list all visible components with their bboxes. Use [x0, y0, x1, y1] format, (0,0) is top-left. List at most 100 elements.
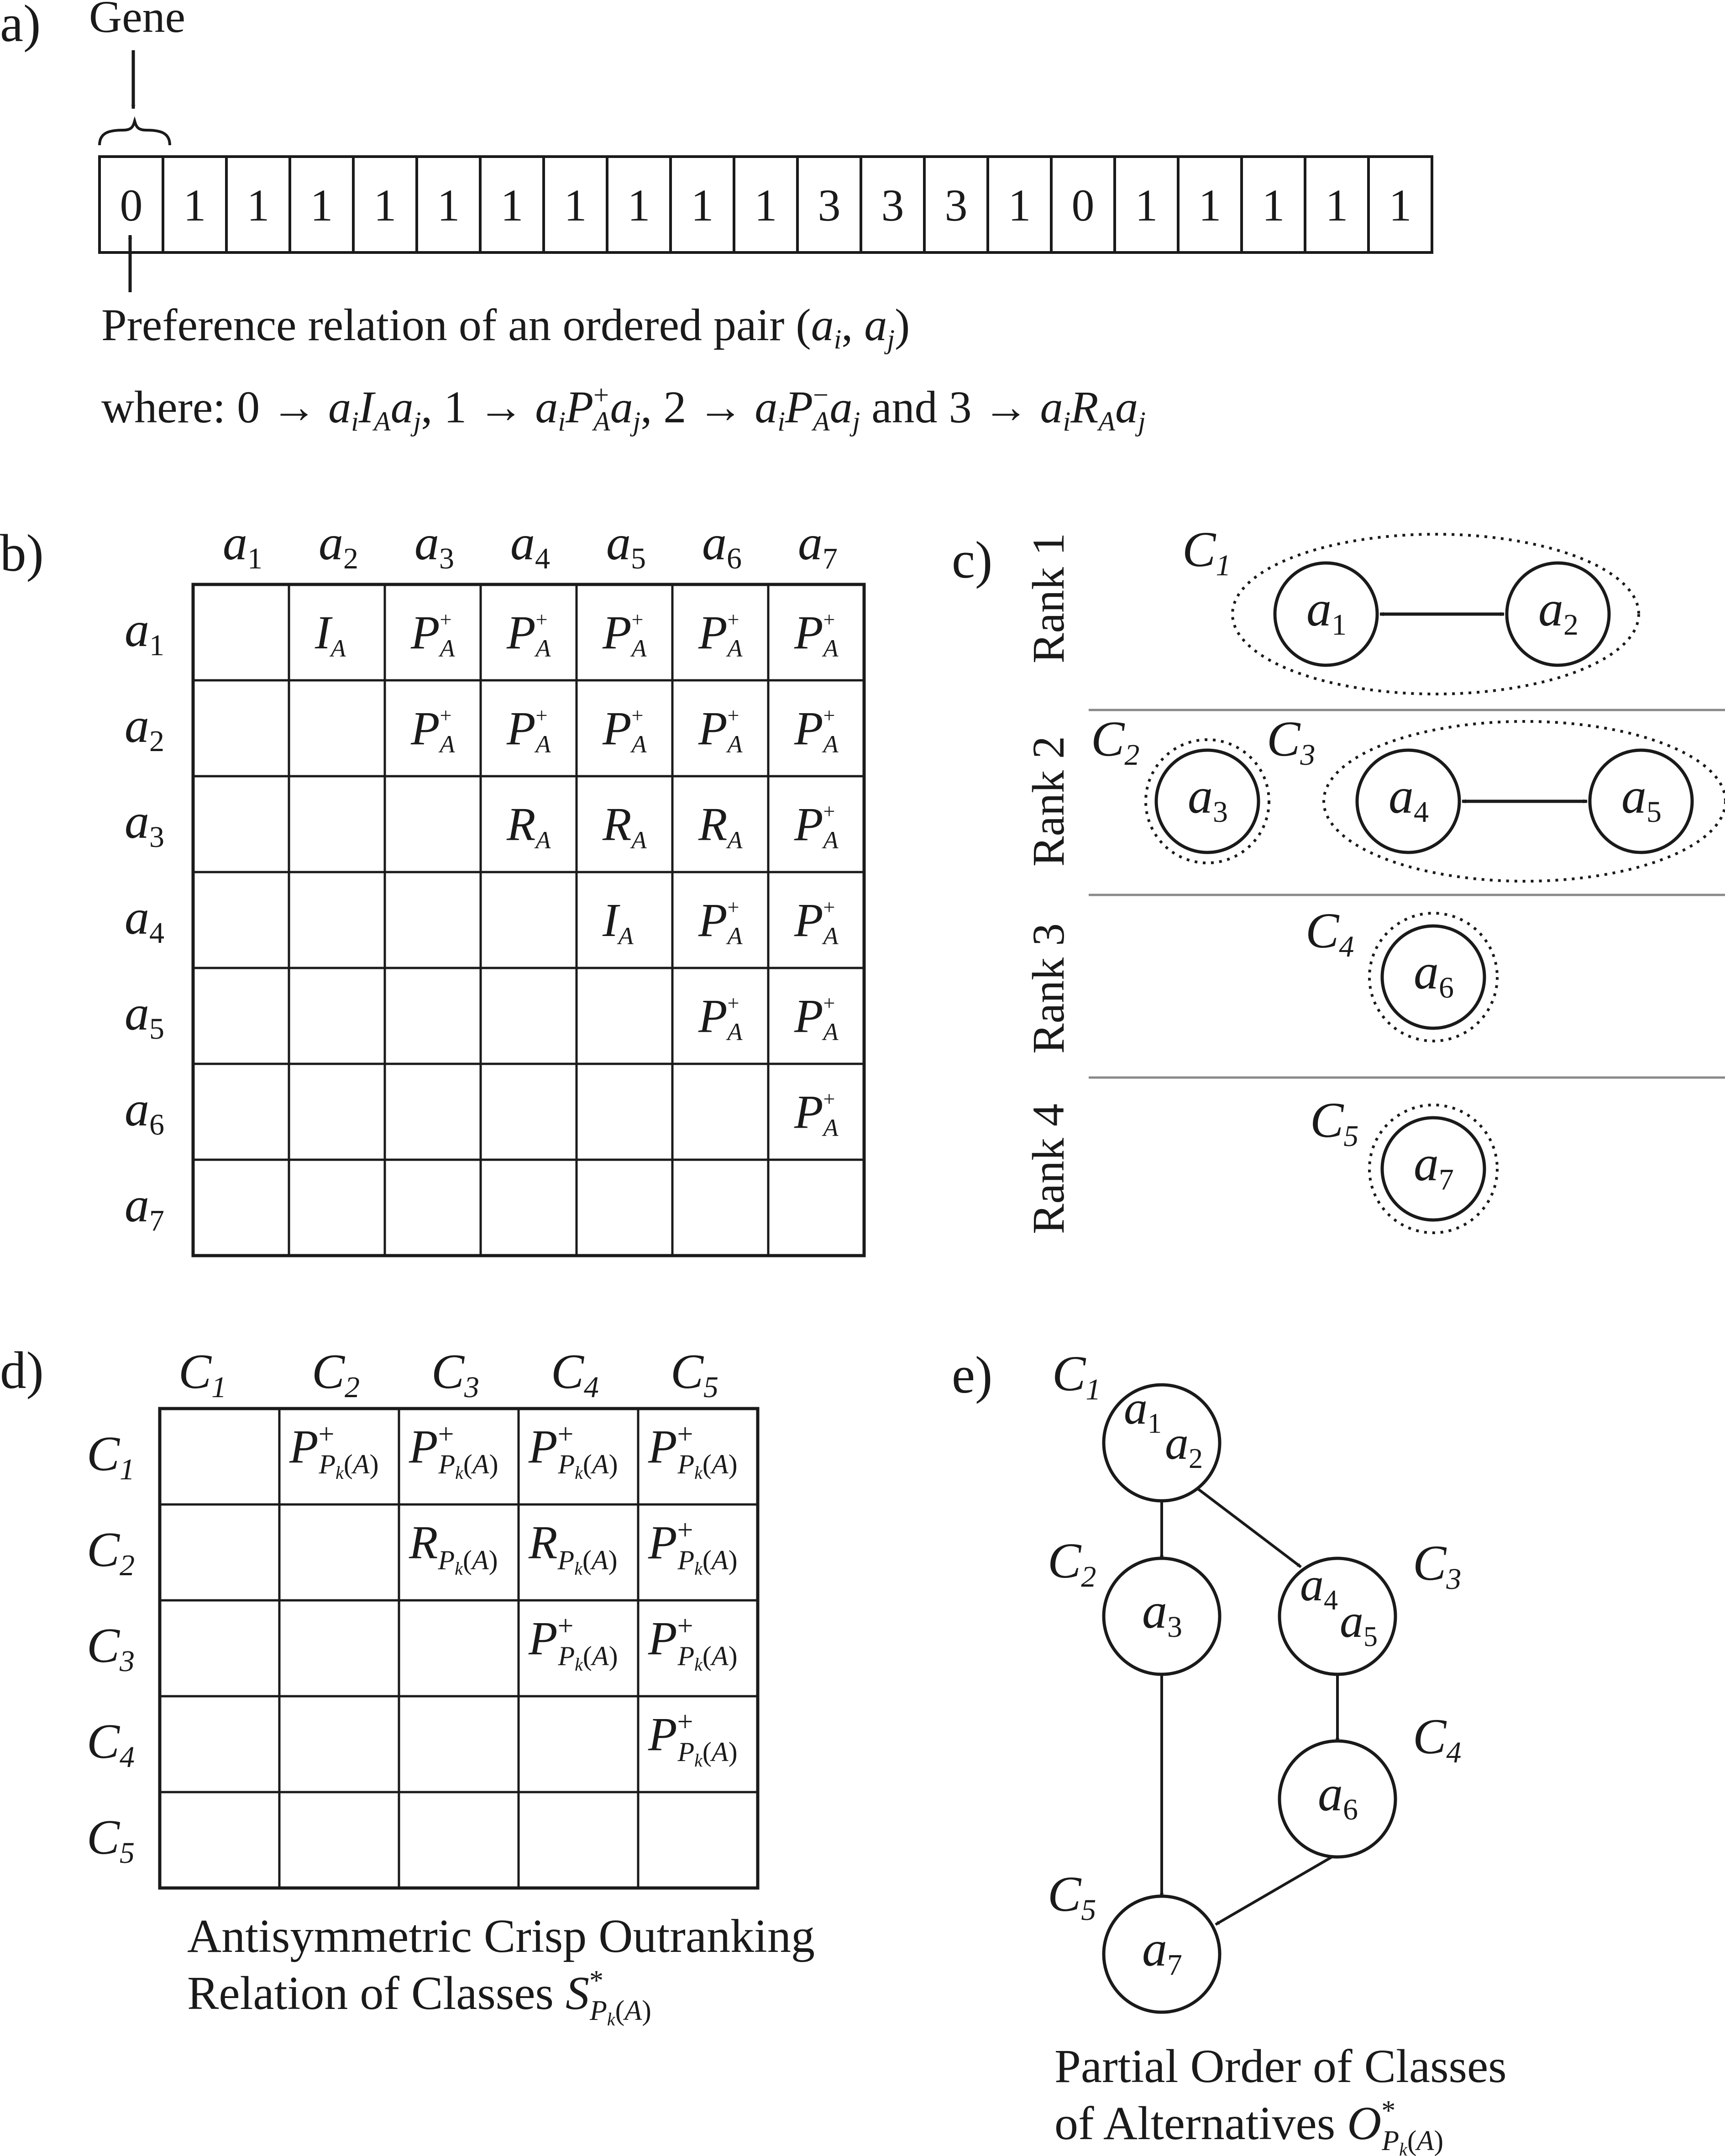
gene-value: 1 [184, 180, 206, 231]
column-header-C4: C4 [551, 1345, 599, 1404]
class-c3-boundary [1322, 720, 1725, 883]
caption-outranking-2-text: Relation of Classes [187, 1967, 554, 2019]
row-header-a2: a2 [125, 699, 164, 758]
gene-value: 1 [1199, 180, 1222, 231]
relation-cell: P+A [794, 702, 839, 758]
gene-label: Gene [89, 0, 185, 42]
caption-partial-order-2: of Alternatives O*Pk(A) [1054, 2095, 1443, 2156]
class-c5-label: C5 [1310, 1092, 1358, 1153]
column-header-a5: a5 [606, 516, 646, 575]
class-node-c4 [1278, 1739, 1397, 1859]
row-header-C5: C5 [87, 1810, 135, 1870]
class-c5-boundary [1368, 1104, 1499, 1234]
matrix-border [191, 583, 866, 1257]
caption-ordered-pair-text: Preference relation of an ordered pair [101, 300, 784, 350]
relation-cell: P+A [698, 894, 743, 950]
panel-d-label: d) [0, 1341, 44, 1399]
column-header-a7: a7 [798, 516, 838, 575]
class-node-c1-a2: a2 [1165, 1417, 1203, 1474]
node-a3-label: a3 [1188, 768, 1228, 829]
node-a7-label: a7 [1414, 1136, 1454, 1196]
row-header-C4: C4 [87, 1714, 135, 1774]
class-c2-label: C2 [1091, 711, 1139, 772]
gene-value: 0 [120, 180, 143, 231]
relation-cell: P+A [410, 606, 455, 662]
class-c4-label: C4 [1306, 903, 1354, 963]
rank-label-2: Rank 2 [1023, 736, 1074, 867]
gene-value: 1 [1135, 180, 1158, 231]
class-node-c5-label: C5 [1048, 1866, 1096, 1927]
node-a6 [1380, 924, 1486, 1030]
gene-value: 1 [1326, 180, 1348, 231]
column-header-a6: a6 [702, 516, 742, 575]
column-header-C1: C1 [178, 1345, 226, 1404]
class-node-c1 [1102, 1383, 1222, 1503]
column-header-C3: C3 [431, 1345, 479, 1404]
class-relation-cell: RPk(A) [409, 1516, 498, 1579]
class-outranking-matrix: C1C1C2C2C3C3C4C4C5C5P+Pk(A)P+Pk(A)P+Pk(A… [87, 1345, 760, 1890]
node-a4 [1355, 748, 1461, 854]
caption-outranking-2: Relation of Classes S*Pk(A) [187, 1965, 651, 2030]
relation-cell: RA [602, 798, 647, 854]
row-header-a5: a5 [125, 986, 164, 1046]
class-node-c3 [1278, 1557, 1397, 1676]
gene-value: 1 [374, 180, 397, 231]
class-relation-cell: P+Pk(A) [648, 1610, 738, 1675]
column-header-a1: a1 [223, 516, 262, 575]
gene-brace [98, 116, 171, 146]
relation-cell: P+A [794, 798, 839, 854]
class-node-c2 [1102, 1557, 1222, 1676]
rank-label-4: Rank 4 [1023, 1104, 1074, 1234]
node-a3 [1154, 748, 1260, 854]
row-header-C3: C3 [87, 1619, 135, 1678]
relation-cell: IA [602, 894, 634, 950]
relation-cell: P+A [698, 990, 743, 1046]
relation-cell: P+A [794, 1086, 839, 1141]
gene-value: 3 [945, 180, 968, 231]
row-header-a1: a1 [125, 603, 164, 662]
row-header-a4: a4 [125, 890, 164, 950]
panel-b-label: b) [0, 524, 44, 582]
gene-value: 1 [1262, 180, 1285, 231]
column-header-a3: a3 [414, 516, 454, 575]
caption-outranking-1: Antisymmetric Crisp Outranking [187, 1910, 815, 1962]
node-a5-label: a5 [1621, 768, 1662, 829]
edge-c4-c5 [1215, 1852, 1338, 1926]
class-relation-cell: P+Pk(A) [648, 1706, 738, 1771]
column-header-a4: a4 [510, 516, 550, 575]
relation-cell: RA [698, 798, 743, 854]
gene-cell [1367, 155, 1433, 254]
class-relation-cell: P+Pk(A) [648, 1514, 738, 1579]
node-a7 [1380, 1116, 1486, 1222]
caption-ordered-pair: Preference relation of an ordered pair (… [101, 300, 910, 354]
class-relation-cell: P+Pk(A) [289, 1419, 379, 1483]
relation-cell: P+A [794, 894, 839, 950]
class-node-c5 [1102, 1894, 1222, 2014]
class-relation-cell: P+Pk(A) [528, 1419, 618, 1483]
rank-label-1: Rank 1 [1023, 533, 1074, 663]
column-header-a2: a2 [319, 516, 358, 575]
caption-partial-order-1: Partial Order of Classes [1054, 2040, 1507, 2093]
column-header-C5: C5 [671, 1345, 718, 1404]
class-node-c1-label: C1 [1052, 1346, 1101, 1406]
matrix-border [158, 1407, 760, 1890]
class-relation-cell: P+Pk(A) [409, 1419, 498, 1483]
class-c1-boundary [1231, 533, 1640, 695]
relation-cell: IA [315, 606, 346, 662]
gene-value: 1 [564, 180, 587, 231]
gene-value: 3 [818, 180, 841, 231]
caption-where: where: 0 → aiIAaj, 1 → aiP+Aaj, 2 → aiP−… [101, 380, 1146, 436]
gene-value: 1 [247, 180, 270, 231]
gene-value: 1 [310, 180, 333, 231]
relation-cell: P+A [794, 990, 839, 1046]
gene-value: 0 [1072, 180, 1095, 231]
class-relation-cell: RPk(A) [528, 1516, 618, 1579]
row-header-C2: C2 [87, 1523, 135, 1582]
gene-value: 1 [628, 180, 650, 231]
caption-partial-order-2-text: of Alternatives [1054, 2097, 1335, 2150]
row-header-a6: a6 [125, 1082, 164, 1141]
